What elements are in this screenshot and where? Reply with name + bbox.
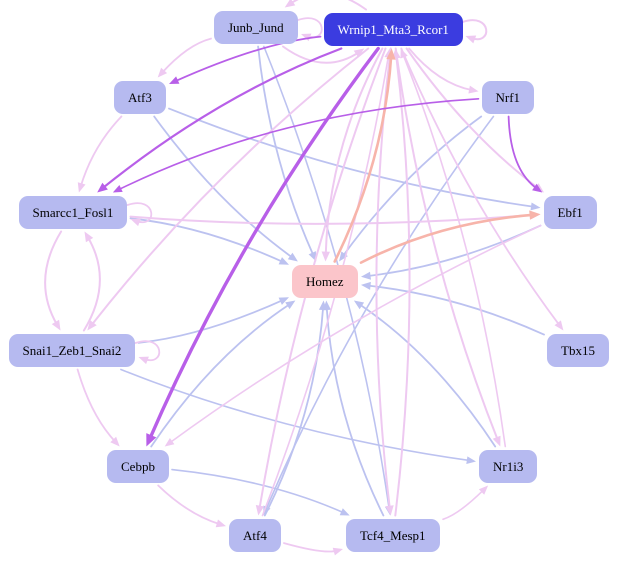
edge-arrowhead	[308, 251, 317, 262]
edge-arrowhead	[468, 85, 479, 94]
edge-arrowhead	[529, 210, 541, 220]
graph-edge	[126, 202, 153, 224]
edge-arrowhead	[84, 231, 94, 243]
graph-node-snai1[interactable]: Snai1_Zeb1_Snai2	[8, 333, 136, 367]
graph-edge	[147, 46, 380, 443]
graph-edge	[117, 98, 480, 191]
graph-edge	[120, 368, 471, 462]
edge-arrowhead	[554, 320, 564, 331]
edge-arrowhead	[353, 48, 365, 58]
edge-arrowhead	[287, 252, 298, 262]
edge-arrowhead	[465, 35, 477, 44]
graph-edge	[168, 224, 542, 444]
edge-arrowhead	[77, 182, 86, 193]
edge-arrowhead	[278, 297, 289, 305]
graph-node-cebpb[interactable]: Cebpb	[107, 449, 169, 483]
graph-node-atf4[interactable]: Atf4	[229, 518, 281, 552]
graph-edge	[134, 340, 161, 362]
edge-arrowhead	[138, 356, 149, 365]
graph-node-ebf1[interactable]: Ebf1	[543, 195, 597, 229]
edge-arrowhead	[157, 67, 168, 78]
graph-edge	[137, 298, 285, 344]
graph-edge	[394, 53, 411, 517]
graph-edge	[100, 47, 343, 190]
graph-node-junb_jund[interactable]: Junb_Jund	[214, 10, 298, 44]
edge-arrowhead	[321, 251, 330, 262]
edge-arrowhead	[278, 257, 289, 265]
edge-arrowhead	[353, 300, 365, 310]
edge-arrowhead	[386, 48, 396, 60]
edge-arrowhead	[112, 185, 123, 193]
graph-edge	[324, 47, 384, 257]
graph-edge	[263, 305, 325, 517]
edge-arrowhead	[532, 183, 543, 193]
edge-arrowhead	[255, 505, 265, 516]
graph-edge	[288, 0, 367, 11]
edge-arrowhead	[322, 300, 331, 311]
graph-edge	[333, 53, 393, 263]
edge-arrowhead	[164, 438, 175, 447]
graph-edge	[157, 484, 222, 526]
graph-edge	[82, 235, 101, 332]
graph-edge	[442, 488, 485, 521]
graph-edge	[408, 47, 474, 92]
edge-arrowhead	[146, 433, 157, 447]
edge-arrowhead	[215, 519, 226, 528]
edge-arrowhead	[385, 505, 394, 516]
graph-edge	[150, 302, 292, 448]
edge-arrowhead	[361, 271, 371, 280]
graph-edge	[171, 468, 345, 514]
edge-arrowhead	[110, 436, 120, 447]
graph-edge	[173, 35, 322, 83]
graph-edge	[264, 115, 495, 511]
edge-arrowhead	[169, 76, 180, 84]
graph-node-smarcc1[interactable]: Smarcc1_Fosl1	[18, 195, 128, 229]
graph-edge	[79, 115, 123, 188]
edge-arrowhead	[87, 320, 97, 331]
graph-edge	[507, 115, 539, 190]
graph-edge	[160, 37, 212, 74]
graph-edge	[129, 213, 536, 225]
graph-node-nrf1[interactable]: Nrf1	[481, 80, 535, 114]
graph-edge	[325, 305, 385, 517]
graph-edge	[44, 230, 63, 327]
edge-arrowhead	[339, 508, 350, 516]
graph-node-tbx15[interactable]: Tbx15	[547, 333, 609, 367]
graph-node-atf3[interactable]: Atf3	[114, 80, 166, 114]
graph-edge	[257, 45, 315, 257]
graph-edge	[90, 47, 370, 327]
graph-edge	[461, 19, 488, 41]
graph-edge	[394, 47, 500, 442]
graph-edge	[76, 368, 117, 443]
edge-arrowhead	[130, 218, 141, 227]
graph-node-wrnip1[interactable]: Wrnip1_Mta3_Rcor1	[323, 12, 463, 46]
edge-arrowhead	[97, 182, 108, 193]
edge-arrowhead	[284, 0, 296, 8]
edge-arrowhead	[301, 33, 312, 42]
edge-arrowhead	[492, 435, 501, 447]
graph-edge	[359, 213, 536, 264]
graph-node-tcf4[interactable]: Tcf4_Mesp1	[346, 518, 440, 552]
graph-edge	[168, 107, 536, 208]
graph-edge	[366, 284, 545, 336]
graph-edge	[402, 53, 507, 448]
edge-arrowhead	[285, 300, 296, 310]
graph-node-nr1i3[interactable]: Nr1i3	[479, 449, 538, 483]
edge-arrowhead	[466, 456, 476, 464]
edge-arrowhead	[51, 319, 61, 331]
graph-edge	[405, 47, 541, 190]
edge-arrowhead	[339, 251, 348, 262]
edge-arrowhead	[478, 485, 489, 495]
graph-node-homez[interactable]: Homez	[292, 264, 358, 298]
edge-arrowhead	[361, 281, 371, 290]
graph-edge	[282, 45, 361, 64]
edge-arrowhead	[530, 202, 541, 211]
edge-arrowhead	[332, 547, 343, 556]
graph-edge	[400, 47, 561, 327]
